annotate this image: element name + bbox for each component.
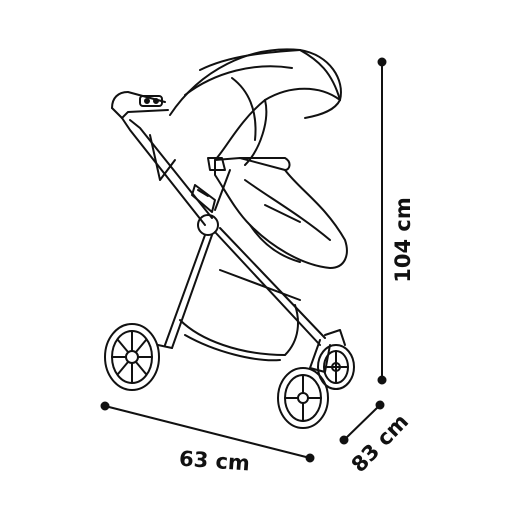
height-dimension-line <box>377 57 387 385</box>
canopy <box>169 48 342 166</box>
depth-label: 83 cm <box>347 409 413 477</box>
frame <box>121 117 326 349</box>
front-wheel-left <box>277 367 329 429</box>
rear-wheel <box>104 323 173 391</box>
handlebar <box>111 91 169 119</box>
height-label: 104 cm <box>391 197 415 282</box>
width-dimension-line <box>100 401 315 463</box>
basket <box>179 269 301 362</box>
width-label: 63 cm <box>178 447 250 476</box>
seat-body <box>214 157 348 269</box>
front-fork <box>309 329 346 373</box>
front-wheel-right <box>317 344 355 390</box>
depth-dimension-line <box>339 400 385 445</box>
